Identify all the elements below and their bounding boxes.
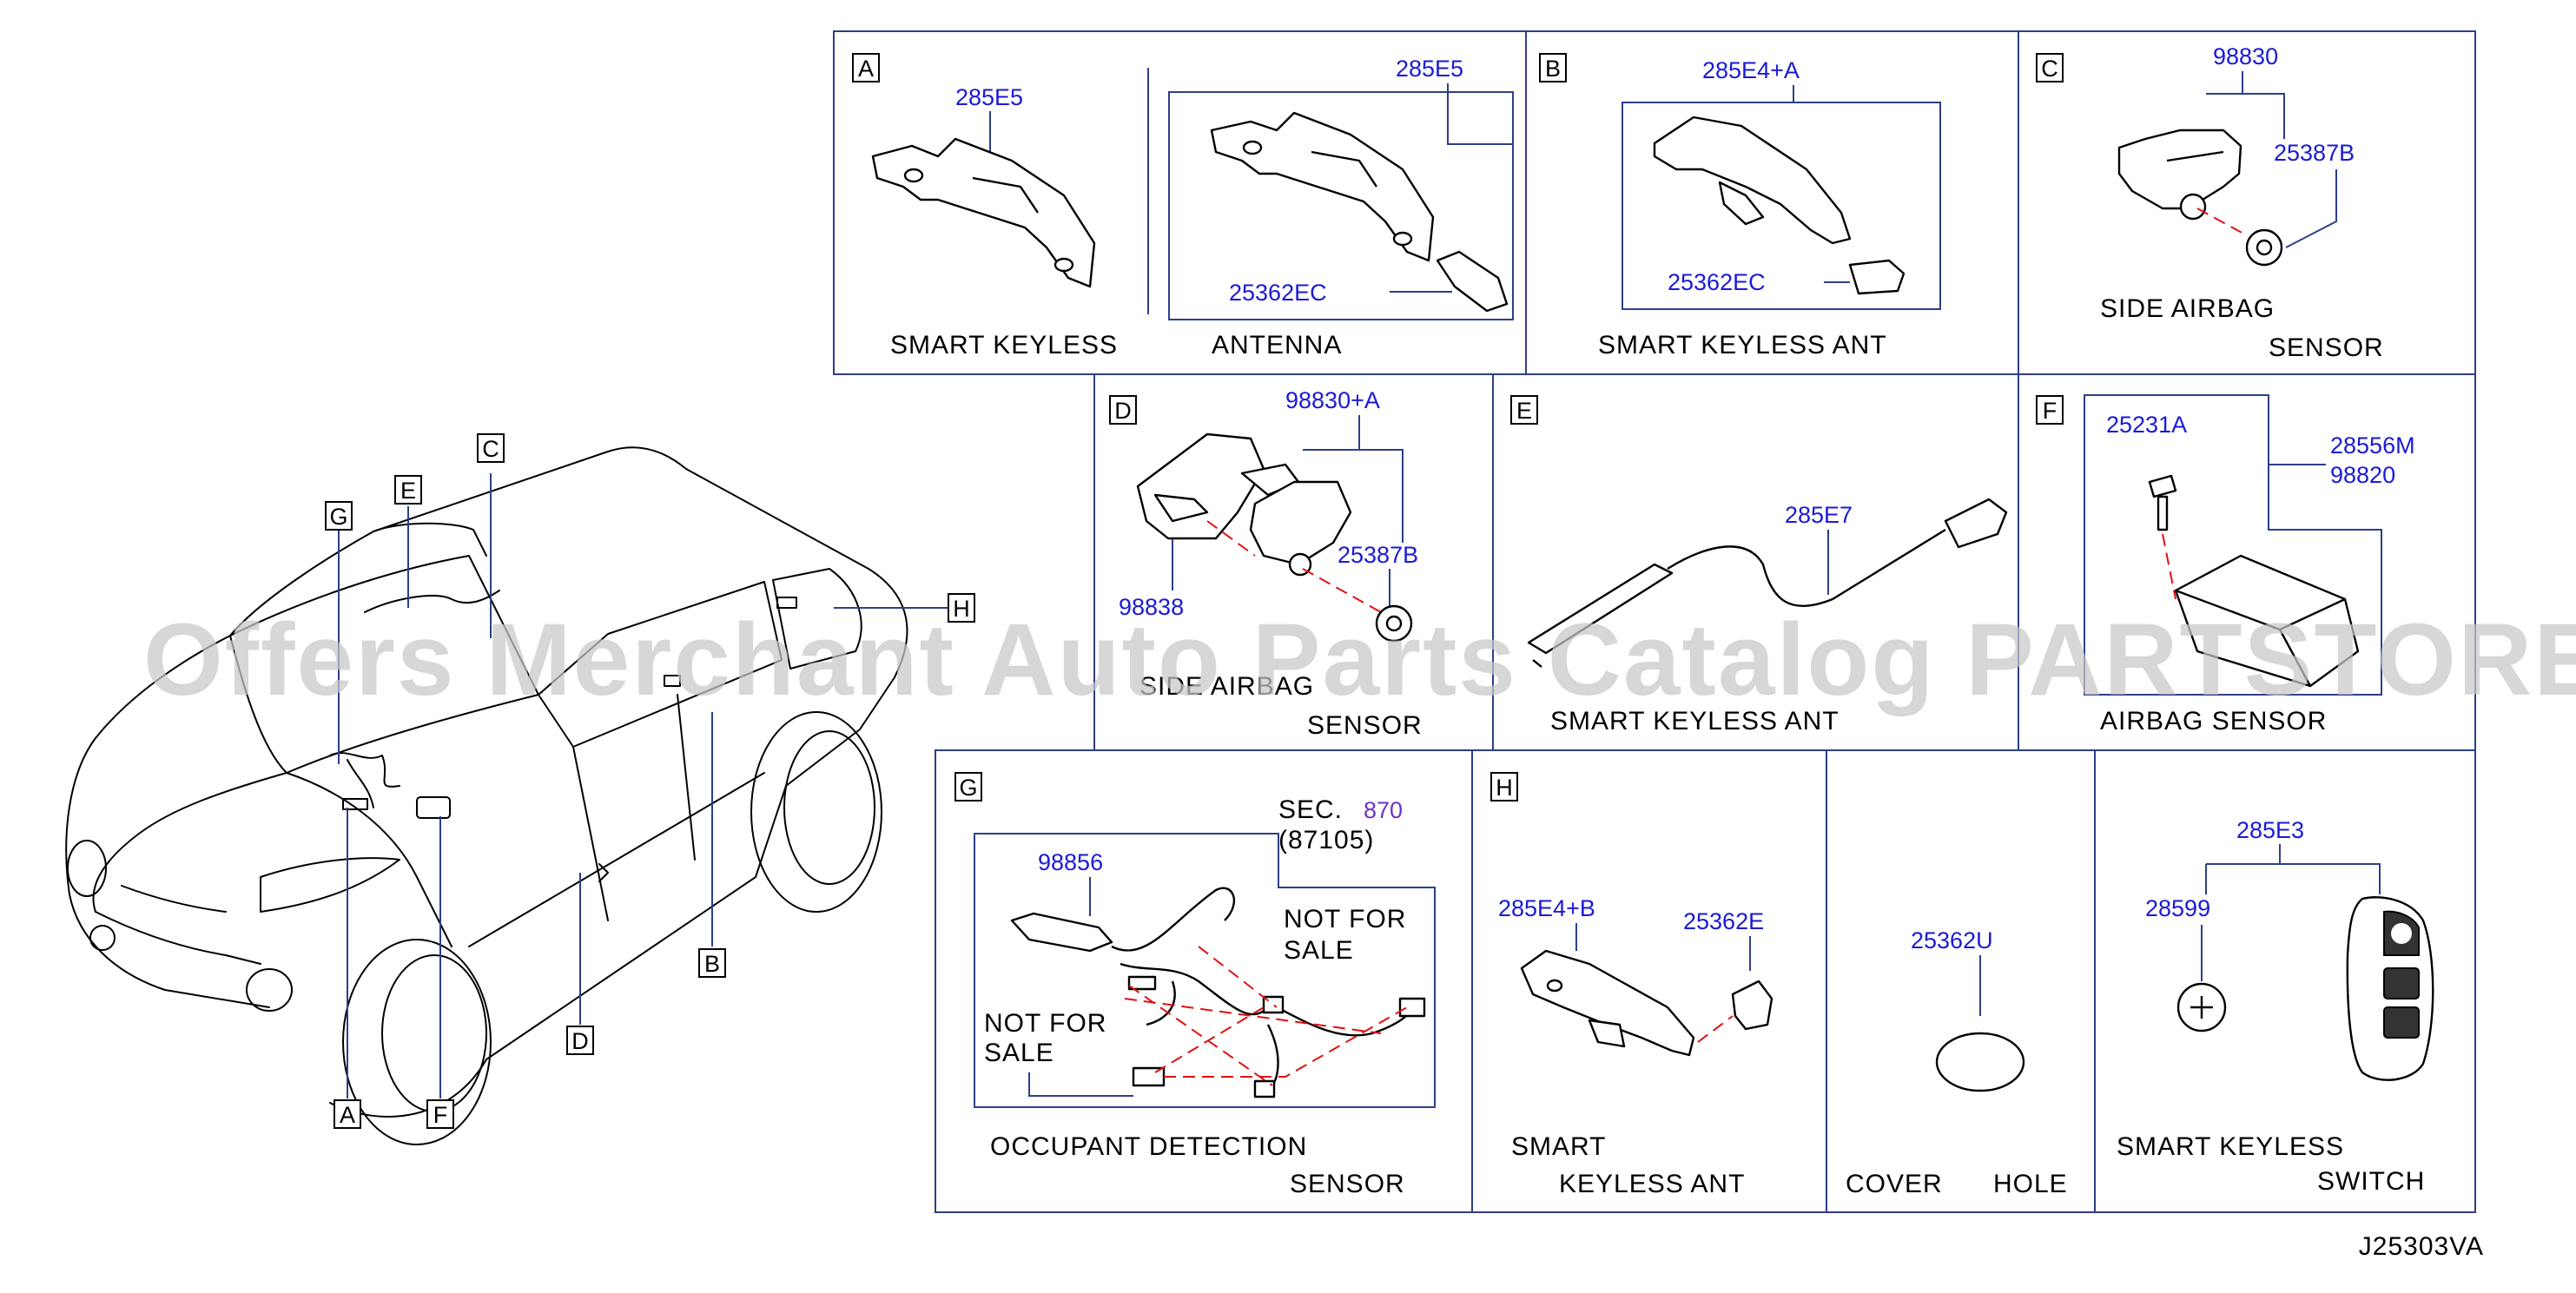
panel-H: H 285E4+B 25362E SMART KEYLESS ANT [1471, 749, 1827, 1213]
caption: AIRBAG SENSOR [2100, 707, 2327, 736]
callout-B: B [698, 948, 726, 978]
panel-tag: A [858, 56, 874, 82]
panel-tag: F [2043, 398, 2057, 424]
panel-D: D 98830+A 25387B 98838 SIDE AIRBAG SENSO… [1093, 373, 1494, 751]
callout-H: H [948, 593, 975, 623]
callout-F: F [426, 1099, 454, 1129]
callout-letter: E [400, 478, 416, 504]
part-number: 25362U [1911, 927, 1993, 953]
caption: SENSOR [2269, 333, 2384, 362]
not-for-sale-label: NOT FOR [984, 1009, 1106, 1038]
callout-letter: G [329, 504, 347, 530]
section-label: SEC. [1278, 795, 1343, 824]
part-number: 25387B [1338, 542, 1418, 568]
part-number: 25387B [2274, 140, 2355, 166]
panel-tag: E [1516, 398, 1532, 424]
caption: SMART KEYLESS ANT [1598, 331, 1887, 360]
panel-C: C 98830 25387B SIDE AIRBAG SENSOR [2018, 30, 2476, 375]
panel-smart-keyless-switch: 285E3 28599 SMART KEYLESS SWITCH [2094, 749, 2476, 1213]
part-number: 25362EC [1229, 280, 1327, 306]
part-number: 98830 [2213, 43, 2278, 69]
callout-letter: B [704, 951, 720, 977]
caption: SMART KEYLESS [2117, 1132, 2344, 1161]
panel-tag: G [959, 775, 977, 801]
caption: SMART KEYLESS [890, 331, 1118, 360]
callout-letter: C [482, 436, 499, 462]
caption: OCCUPANT DETECTION [990, 1132, 1307, 1161]
vehicle-illustration [65, 446, 908, 1145]
caption: SWITCH [2317, 1167, 2425, 1196]
part-number: 285E3 [2236, 817, 2304, 843]
part-number: 28556M [2330, 432, 2415, 458]
not-for-sale-label: SALE [984, 1039, 1054, 1067]
panel-tag: B [1545, 56, 1561, 82]
part-number: 98856 [1038, 849, 1103, 875]
panel-tag: H [1496, 775, 1513, 801]
panel-G: G SEC. 870 (87105) 98856 NOT FOR SALE NO… [935, 749, 1473, 1213]
caption: SMART KEYLESS ANT [1550, 707, 1840, 736]
not-for-sale-label: NOT FOR [1284, 905, 1406, 933]
panel-B: B 285E4+A 25362EC SMART KEYLESS ANT [1525, 30, 2019, 375]
part-number: 285E4+B [1498, 895, 1595, 921]
part-number: 98838 [1119, 594, 1184, 620]
section-number: 870 [1364, 797, 1403, 823]
caption: SENSOR [1290, 1170, 1405, 1198]
part-number: 25362EC [1668, 269, 1766, 295]
part-number: 98820 [2330, 462, 2395, 488]
callout-letter: D [571, 1028, 589, 1054]
callout-A: A [334, 1099, 361, 1129]
part-number: 25231A [2106, 412, 2187, 438]
caption: HOLE [1993, 1170, 2068, 1198]
part-number: 285E5 [955, 84, 1023, 110]
caption: ANTENNA [1212, 331, 1342, 360]
callout-G: G [325, 501, 353, 531]
caption: KEYLESS ANT [1559, 1170, 1745, 1198]
panel-cover-hole: 25362U COVER HOLE [1826, 749, 2096, 1213]
caption: SIDE AIRBAG [1139, 672, 1314, 701]
callout-letter: H [953, 596, 970, 622]
caption: COVER [1846, 1170, 1943, 1198]
panel-A: A 285E5 285E5 25362EC SMART KEYLESS ANTE… [833, 30, 1527, 375]
panel-F: F 25231A 28556M 98820 AIRBAG SENSOR [2018, 373, 2476, 751]
caption: SENSOR [1307, 711, 1423, 740]
part-number: 285E5 [1396, 56, 1463, 82]
watermark-text: Offers Merchant Auto Parts Catalog PARTS… [143, 603, 2576, 717]
callout-E: E [394, 475, 422, 505]
callout-D: D [566, 1026, 594, 1055]
callout-C: C [477, 433, 505, 463]
part-number: 98830+A [1285, 387, 1380, 413]
callout-letter: F [433, 1102, 448, 1128]
part-number: 25362E [1683, 908, 1764, 934]
vehicle-callout-leaders [338, 473, 948, 1098]
part-number: 28599 [2145, 895, 2210, 921]
panel-tag: D [1114, 398, 1132, 424]
callout-letter: A [340, 1102, 355, 1128]
part-number: 285E4+A [1702, 57, 1800, 83]
part-number: 285E7 [1785, 502, 1853, 528]
not-for-sale-label: SALE [1284, 936, 1354, 965]
caption: SIDE AIRBAG [2100, 294, 2275, 323]
section-reference: (87105) [1278, 826, 1374, 854]
caption: SMART [1511, 1132, 1606, 1161]
diagram-code: J25303VA [2359, 1232, 2484, 1261]
panel-tag: C [2041, 56, 2058, 82]
